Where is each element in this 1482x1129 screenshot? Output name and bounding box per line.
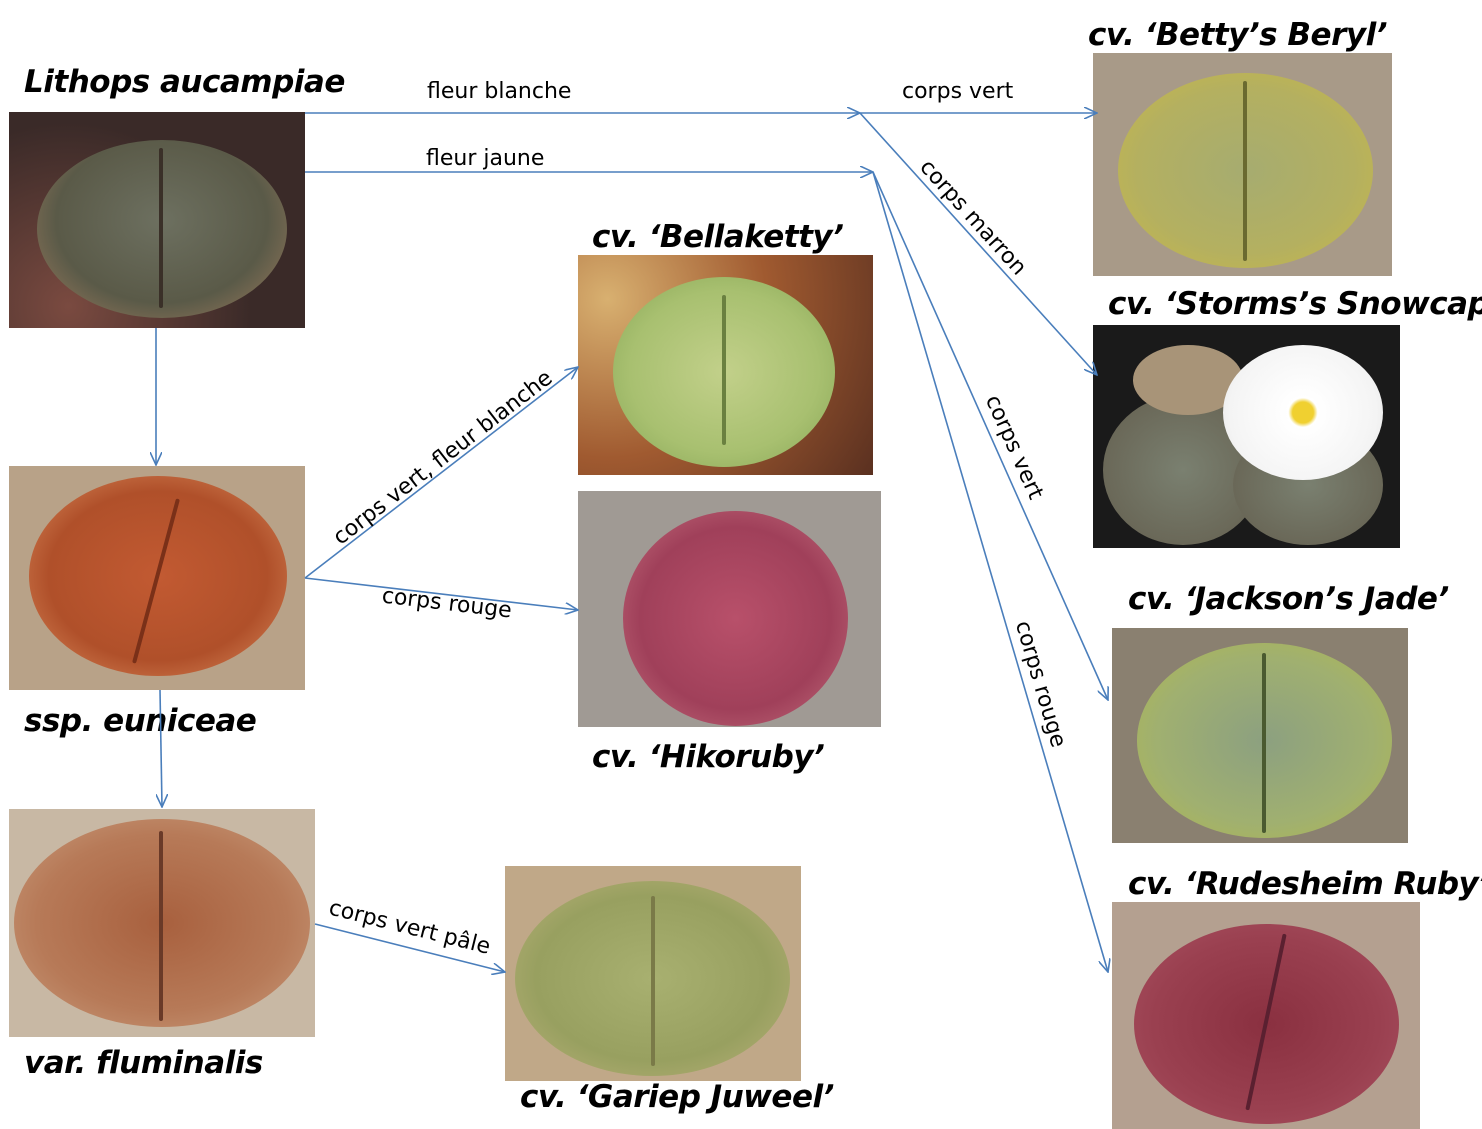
edge-label-corps-vert-right: corps vert bbox=[980, 391, 1048, 503]
photo-jackson bbox=[1112, 628, 1408, 843]
edge-label-corps-vert-pale: corps vert pâle bbox=[326, 896, 492, 960]
photo-hikoruby bbox=[578, 491, 881, 727]
photo-euniceae bbox=[9, 466, 305, 690]
arrow-corps-rouge-right bbox=[872, 171, 1108, 972]
photo-aucampiae bbox=[9, 112, 305, 328]
node-label-euniceae: ssp. euniceae bbox=[24, 703, 257, 739]
edge-label-fleur-blanche: fleur blanche bbox=[427, 79, 571, 104]
edge-label-corps-rouge-right: corps rouge bbox=[1010, 618, 1071, 750]
photo-storms bbox=[1093, 325, 1400, 548]
white-flower bbox=[1223, 345, 1383, 480]
arrow-corps-vert-fleur-blanche bbox=[304, 367, 578, 579]
node-label-betty: cv. ‘Betty’s Beryl’ bbox=[1088, 17, 1387, 53]
edge-label-corps-marron: corps marron bbox=[914, 155, 1031, 281]
node-label-bellaketty: cv. ‘Bellaketty’ bbox=[592, 219, 844, 255]
arrow-euniceae-fluminalis bbox=[160, 689, 162, 807]
photo-betty bbox=[1093, 53, 1392, 276]
node-label-jackson: cv. ‘Jackson’s Jade’ bbox=[1128, 581, 1449, 617]
node-label-fluminalis: var. fluminalis bbox=[24, 1045, 263, 1081]
node-label-aucampiae: Lithops aucampiae bbox=[24, 64, 345, 100]
photo-rudesheim bbox=[1112, 902, 1420, 1129]
node-label-storms: cv. ‘Storms’s Snowcap’ bbox=[1108, 286, 1482, 322]
arrow-corps-vert-right bbox=[872, 171, 1108, 700]
node-label-gariep: cv. ‘Gariep Juweel’ bbox=[520, 1079, 834, 1115]
photo-gariep bbox=[505, 866, 801, 1081]
photo-bellaketty bbox=[578, 255, 873, 475]
photo-fluminalis bbox=[9, 809, 315, 1037]
edge-label-corps-rouge-mid: corps rouge bbox=[380, 584, 513, 624]
node-label-hikoruby: cv. ‘Hikoruby’ bbox=[592, 739, 825, 775]
edge-label-corps-vert-fleur-blanche: corps vert, fleur blanche bbox=[329, 366, 558, 551]
edge-label-corps-vert-top: corps vert bbox=[902, 79, 1014, 104]
arrow-corps-rouge-mid bbox=[304, 577, 578, 610]
node-label-rudesheim: cv. ‘Rudesheim Ruby’ bbox=[1128, 866, 1482, 902]
edge-label-fleur-jaune: fleur jaune bbox=[426, 146, 544, 171]
arrow-corps-marron bbox=[859, 112, 1097, 375]
arrow-corps-vert-pale bbox=[314, 923, 505, 972]
